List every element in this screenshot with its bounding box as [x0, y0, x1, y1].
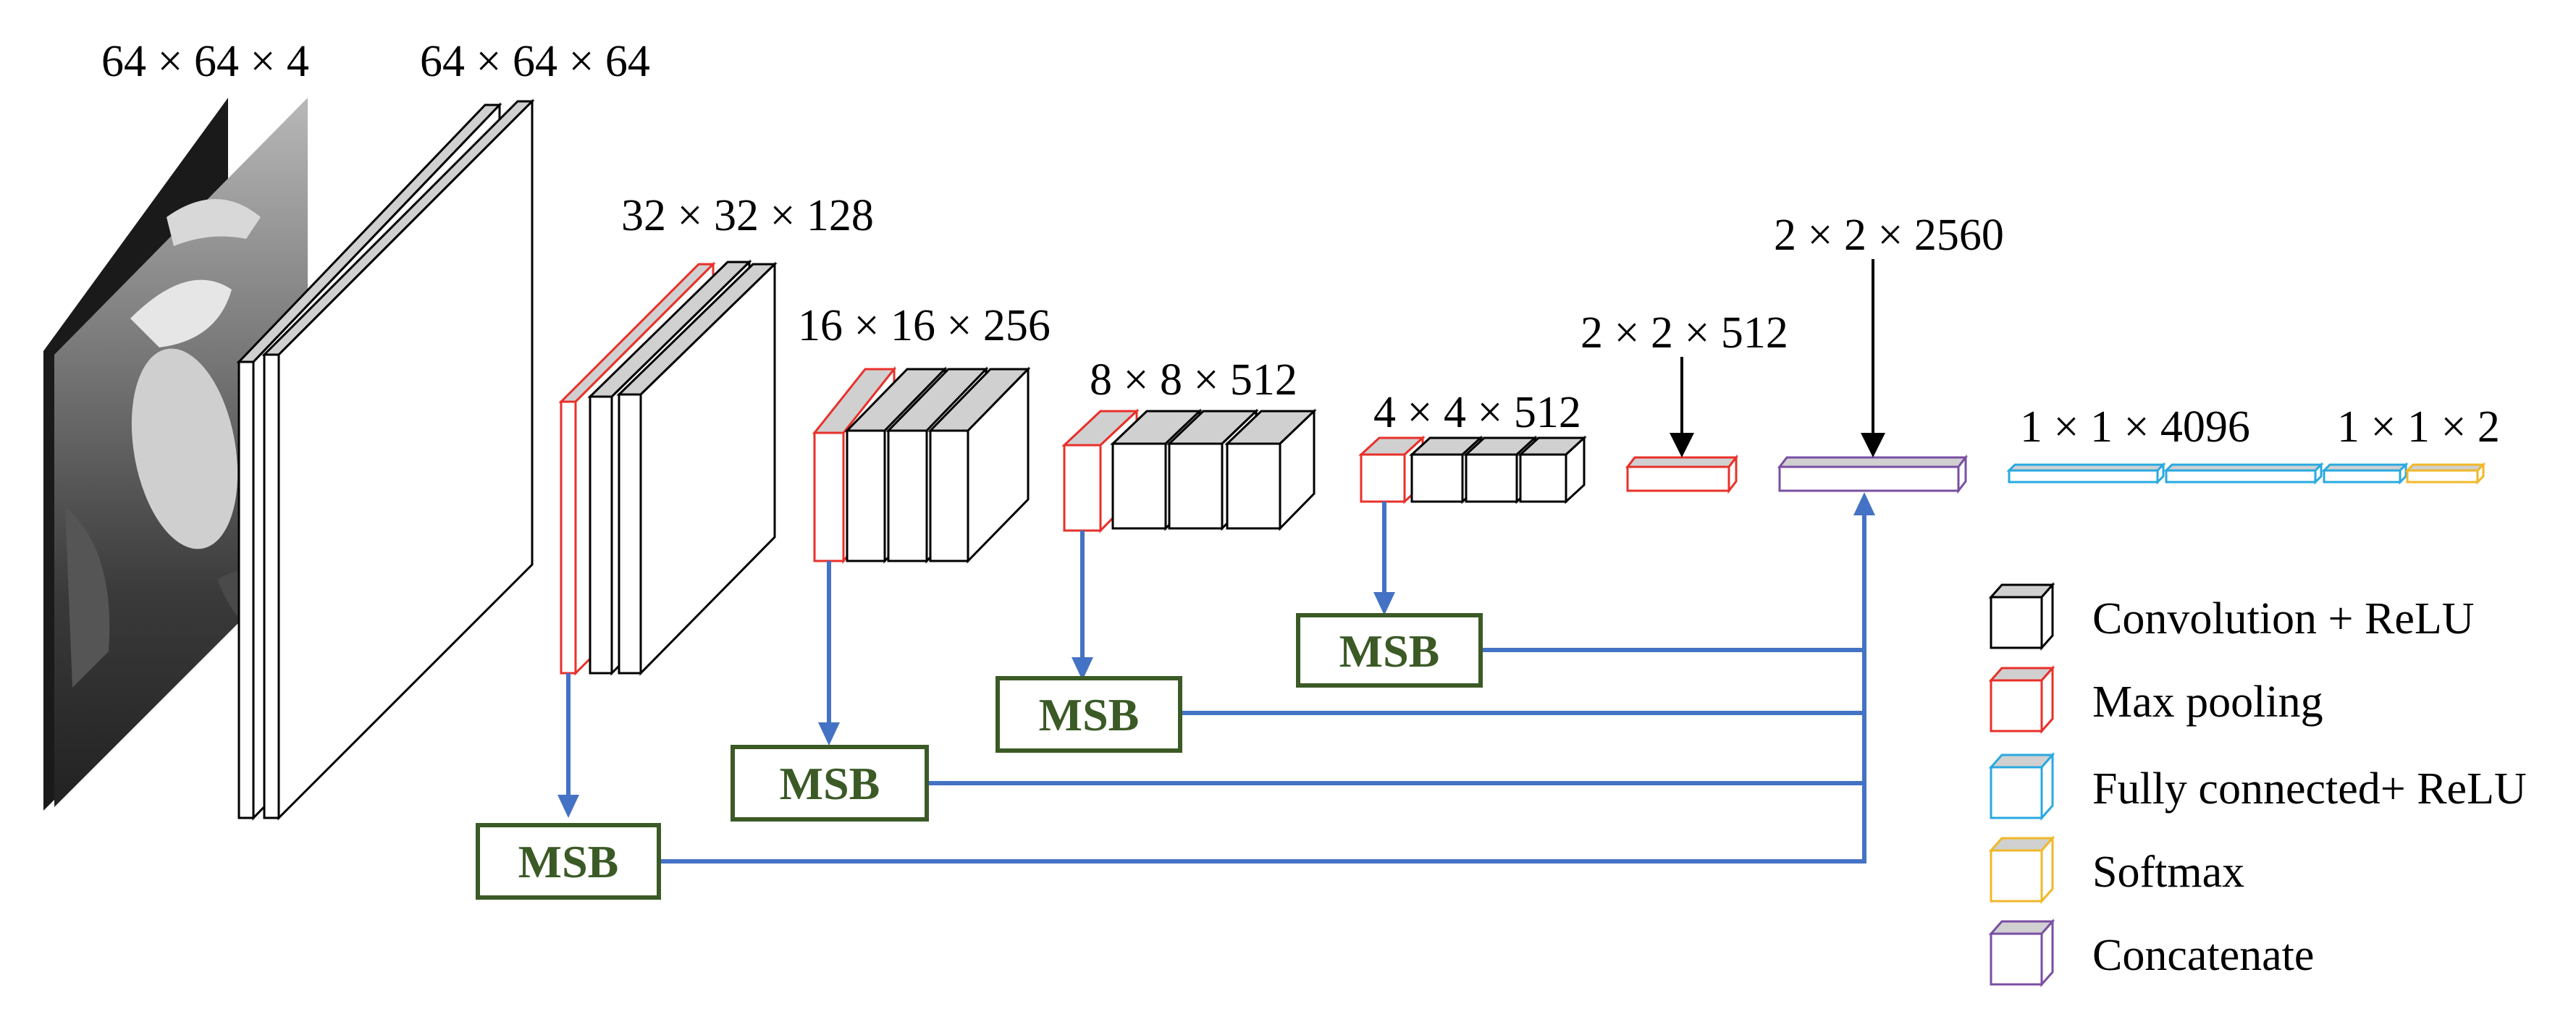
conv-layer: [1518, 435, 1587, 505]
dimension-labels: 64 × 64 × 4 64 × 64 × 64 32 × 32 × 128 1…: [101, 37, 2500, 452]
msb-label: MSB: [518, 836, 619, 887]
conv-layer: [1224, 408, 1317, 531]
legend-label: Softmax: [2092, 848, 2244, 897]
conv1-planes: [236, 98, 535, 821]
legend-label: Concatenate: [2092, 931, 2314, 980]
black-arrows: [1670, 259, 1885, 457]
legend-label: Convolution + ReLU: [2092, 594, 2475, 643]
block5: [1358, 435, 1587, 505]
block4-dim-label: 8 × 8 × 512: [1090, 355, 1297, 405]
fc-layer: [2163, 462, 2324, 485]
msb-box: MSB: [731, 745, 929, 822]
input-image: [43, 98, 308, 811]
block3: [812, 366, 1031, 565]
concat-layer: [1777, 454, 1969, 494]
softmax-dim-label: 1 × 1 × 2: [2337, 402, 2500, 452]
pool5-dim-label: 2 × 2 × 512: [1580, 308, 1788, 358]
msb-connections: [566, 502, 1866, 864]
fc-dim-label: 1 × 1 × 4096: [2020, 402, 2250, 452]
conv-layer: [927, 366, 1031, 564]
msb-label: MSB: [1039, 689, 1140, 740]
legend-item-fc: Fully connected+ ReLU: [1988, 752, 2527, 821]
legend-item-max-pool: Max pooling: [1988, 665, 2323, 734]
msb-label: MSB: [780, 758, 880, 809]
block5-dim-label: 4 × 4 × 512: [1373, 388, 1581, 437]
pool5-layer: [1625, 454, 1739, 494]
msb-box: MSB: [1296, 613, 1483, 688]
legend-label: Fully connected+ ReLU: [2092, 764, 2527, 814]
fc-layer: [2321, 462, 2409, 485]
block2: [558, 259, 778, 676]
block3-dim-label: 16 × 16 × 256: [798, 301, 1051, 350]
legend: Convolution + ReLU Max pooling Fully con…: [1988, 582, 2527, 987]
input-dim-label: 64 × 64 × 4: [101, 37, 309, 86]
fc-layers: [2006, 462, 2486, 485]
block2-dim-label: 32 × 32 × 128: [621, 191, 874, 240]
legend-label: Max pooling: [2092, 677, 2323, 727]
msb-box: MSB: [476, 823, 661, 900]
conv-layer: [616, 261, 778, 676]
legend-item-softmax: Softmax: [1988, 835, 2244, 904]
conv-layer: [261, 98, 535, 821]
block4: [1061, 408, 1317, 533]
legend-item-concat: Concatenate: [1988, 919, 2314, 987]
softmax-layer: [2404, 462, 2486, 485]
msb-arrowheads: [557, 492, 1875, 818]
concat-dim-label: 2 × 2 × 2560: [1774, 211, 2004, 260]
legend-item-conv: Convolution + ReLU: [1988, 582, 2475, 651]
msb-box: MSB: [996, 676, 1182, 753]
conv1-dim-label: 64 × 64 × 64: [420, 37, 650, 86]
msb-label: MSB: [1339, 625, 1440, 677]
fc-layer: [2006, 462, 2166, 485]
